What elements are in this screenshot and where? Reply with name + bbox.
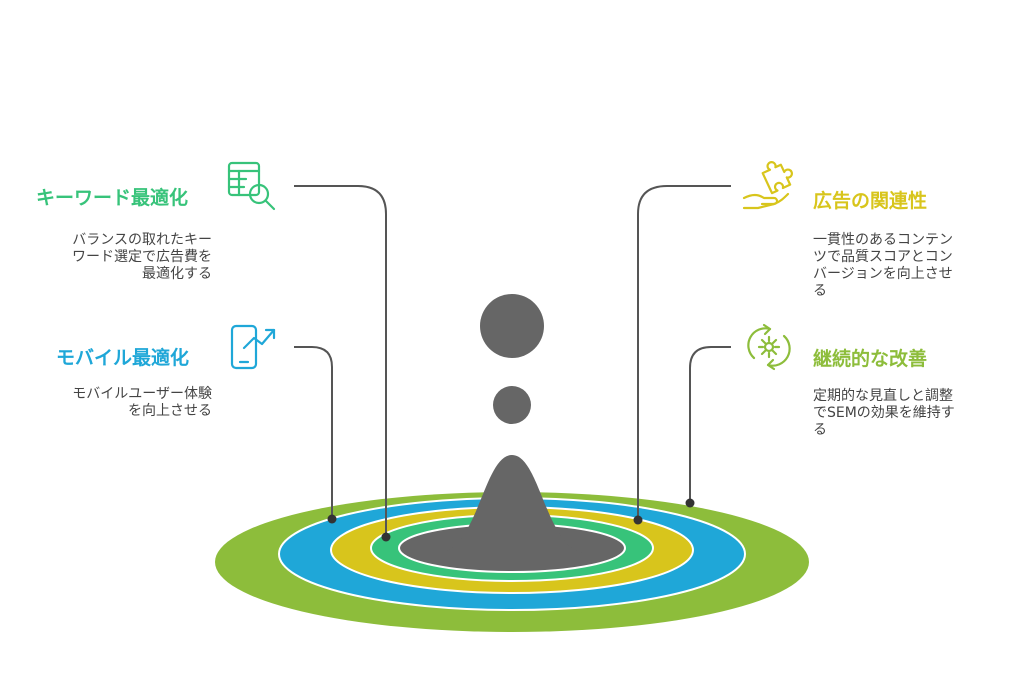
table-search-icon [227, 161, 276, 211]
connector-mobile-dot [327, 514, 337, 524]
mobile-growth-icon [230, 324, 276, 370]
keyword-title: キーワード最適化 [36, 187, 189, 209]
improvement-title: 継続的な改善 [813, 348, 928, 370]
connector-keyword [294, 185, 387, 537]
connector-mobile [294, 346, 333, 519]
improvement-description: 定期的な見直しと調整 でSEMの効果を維持す る [813, 388, 955, 438]
mobile-title: モバイル最適化 [56, 347, 190, 369]
connector-improvement [689, 346, 731, 503]
keyword-description: バランスの取れたキー ワード選定で広告費を 最適化する [72, 232, 212, 282]
puzzle-hand-icon [742, 161, 793, 210]
connector-keyword-dot [381, 532, 391, 542]
connector-improvement-dot [685, 498, 695, 508]
relevance-title: 広告の関連性 [813, 190, 928, 212]
splash-peak [440, 455, 584, 553]
cycle-gear-icon [747, 323, 791, 371]
connector-relevance [637, 185, 731, 520]
droplet-large [480, 294, 544, 358]
droplet-small [493, 386, 531, 424]
connector-relevance-dot [633, 515, 643, 525]
relevance-description: 一貫性のあるコンテン ツで品質スコアとコン バージョンを向上させ る [813, 232, 953, 299]
mobile-description: モバイルユーザー体験 を向上させる [72, 386, 212, 419]
